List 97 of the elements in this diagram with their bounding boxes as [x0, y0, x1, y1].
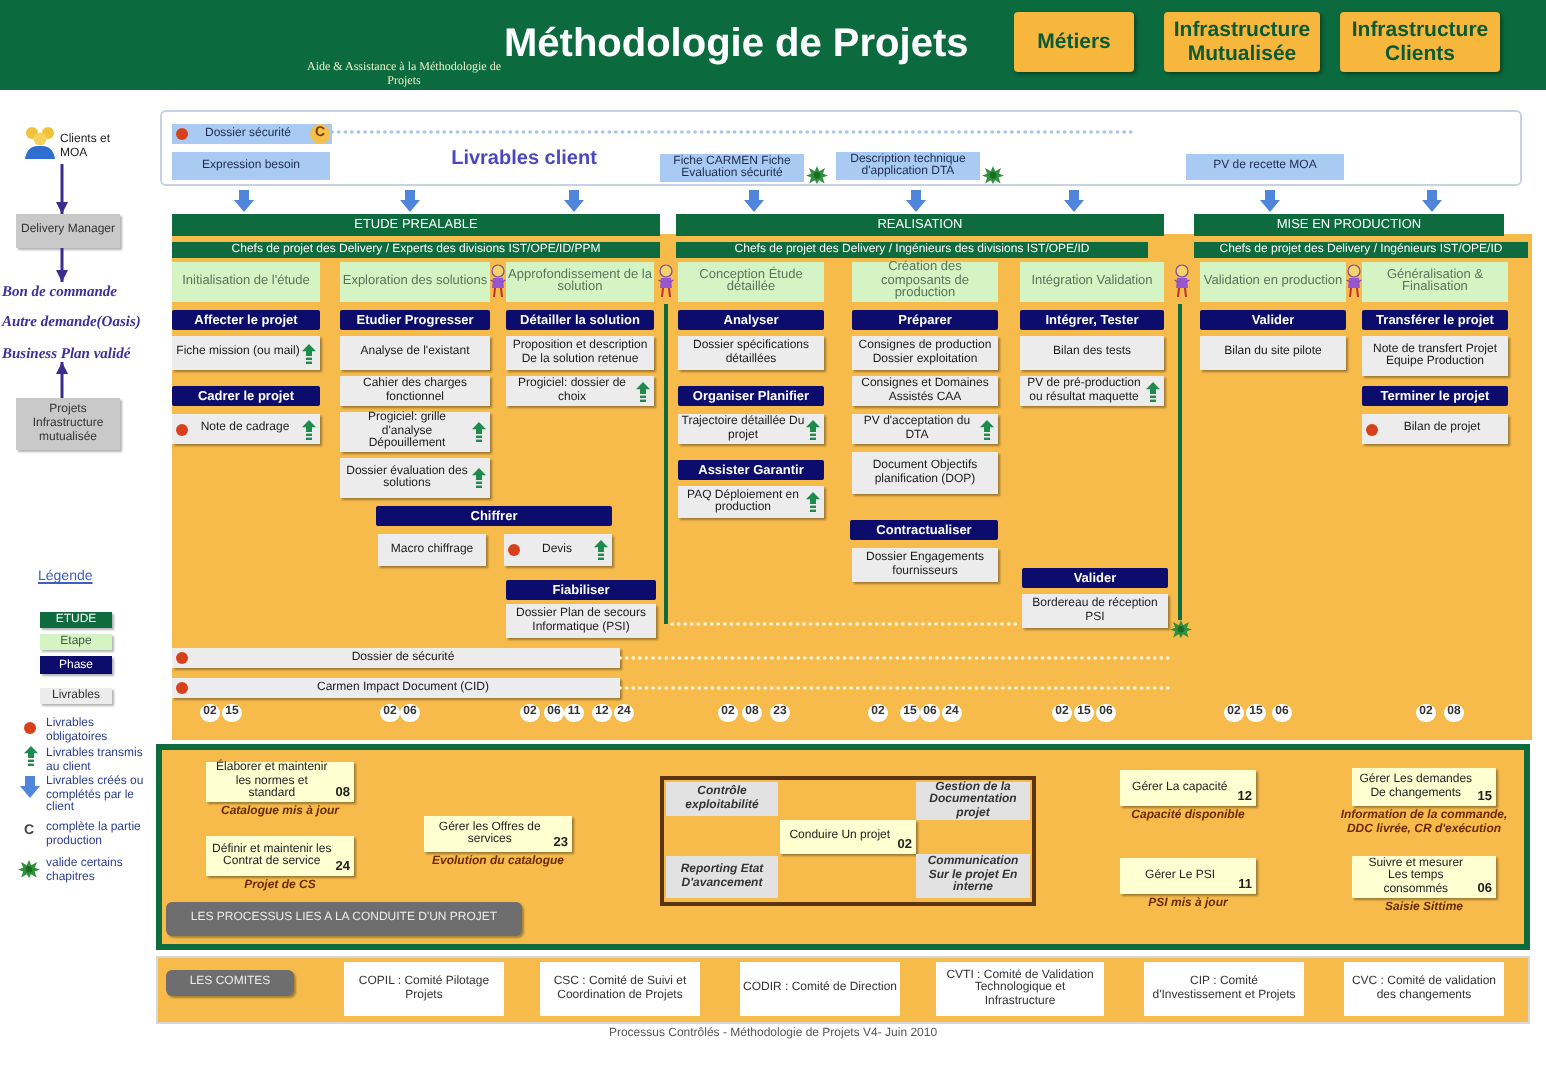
- process-panel: [156, 744, 1530, 950]
- process-box: [1120, 858, 1256, 894]
- phase-bar: [1362, 386, 1508, 406]
- phase-bar: [852, 310, 998, 330]
- role-box: [16, 398, 120, 450]
- deliverable-box: [1020, 336, 1164, 370]
- deliverable-box: [1200, 336, 1346, 370]
- step-box: [1362, 262, 1508, 302]
- client-deliverable-box: [172, 152, 330, 180]
- client-deliverable-box: [836, 152, 980, 180]
- team-bar: [676, 242, 1148, 258]
- category-label: Infrastructure Clients: [1349, 18, 1491, 66]
- deliverable-box: [1362, 336, 1508, 376]
- panel-title: Livrables client: [449, 148, 599, 172]
- step-box: [172, 262, 320, 302]
- committee-box: [344, 962, 504, 1016]
- client-deliverable-box: [1186, 154, 1344, 180]
- phase-bar: [1200, 310, 1346, 330]
- deliverable-bar: [172, 648, 620, 668]
- deliverable-box: [172, 414, 320, 444]
- client-deliverable-box: [660, 154, 804, 182]
- deliverable-box: [1362, 414, 1508, 444]
- deliverable-box: [504, 534, 612, 566]
- process-box: [1352, 768, 1496, 806]
- deliverable-box: [340, 336, 490, 370]
- page-title: Méthodologie de Projets: [504, 20, 969, 68]
- phase-bar: [506, 580, 656, 600]
- process-box: [916, 782, 1030, 820]
- arrow: [56, 362, 68, 398]
- process-group-frame: [660, 776, 1036, 906]
- process-box: [916, 854, 1030, 898]
- committee-box: [1344, 962, 1504, 1016]
- phase-bar: [376, 506, 612, 526]
- dotted-line: [618, 686, 1174, 690]
- stage-bar: [172, 214, 660, 236]
- step-box: [852, 262, 998, 302]
- process-box: [1352, 856, 1496, 898]
- category-box: [1340, 12, 1500, 72]
- phase-bar: [1362, 310, 1508, 330]
- process-box: [206, 762, 354, 802]
- deliverable-box: [340, 412, 490, 452]
- committee-box: [1144, 962, 1304, 1016]
- category-label: Infrastructure Mutualisée: [1171, 18, 1313, 66]
- category-box: [1014, 12, 1134, 72]
- role-box: [16, 214, 120, 248]
- process-box: [666, 782, 778, 816]
- team-bar: [1194, 242, 1528, 258]
- deliverable-box: [1020, 376, 1164, 406]
- step-box: [506, 262, 654, 302]
- phase-bar: [678, 386, 824, 406]
- deliverables-panel: [160, 110, 1522, 186]
- phase-bar: [172, 310, 320, 330]
- committee-box: [540, 962, 700, 1016]
- phase-bar: [678, 460, 824, 480]
- deliverable-bar: [172, 678, 620, 698]
- phase-bar: [1020, 310, 1164, 330]
- step-box: [1200, 262, 1346, 302]
- phase-bar: [340, 310, 490, 330]
- process-box: [424, 816, 572, 852]
- step-box: [340, 262, 490, 302]
- deliverable-box: [340, 458, 490, 498]
- deliverable-box: [1022, 594, 1168, 628]
- phase-bar: [850, 520, 998, 540]
- deliverable-box: [852, 548, 998, 582]
- deliverable-box: [506, 604, 656, 638]
- committee-box: [740, 962, 900, 1016]
- deliverable-box: [852, 376, 998, 406]
- phase-bar: [1022, 568, 1168, 588]
- deliverable-box: [506, 376, 654, 406]
- committee-panel: [156, 956, 1530, 1024]
- dotted-line: [618, 656, 1174, 660]
- deliverable-box: [678, 336, 824, 370]
- deliverable-box: [172, 336, 320, 370]
- deliverable-box: [852, 414, 998, 444]
- dotted-line: [330, 130, 1134, 134]
- step-box: [1020, 262, 1164, 302]
- deliverable-box: [378, 534, 486, 566]
- phase-bar: [506, 310, 654, 330]
- deliverable-box: [852, 452, 998, 494]
- phase-bar: [678, 310, 824, 330]
- committee-box: [936, 962, 1104, 1016]
- stage-bar: [1194, 214, 1504, 236]
- deliverable-box: [340, 376, 490, 406]
- phase-bar: [172, 386, 320, 406]
- process-box: [780, 820, 916, 854]
- team-bar: [172, 242, 660, 258]
- stage-bar: [676, 214, 1164, 236]
- client-deliverable-box: [172, 124, 332, 144]
- arrow: [56, 164, 68, 214]
- process-box: [666, 856, 778, 898]
- deliverable-box: [678, 486, 824, 518]
- category-label: Métiers: [1037, 30, 1111, 54]
- process-box: [206, 836, 354, 876]
- process-box: [1120, 770, 1256, 806]
- arrow: [56, 248, 68, 282]
- step-box: [678, 262, 824, 302]
- deliverable-box: [678, 414, 824, 444]
